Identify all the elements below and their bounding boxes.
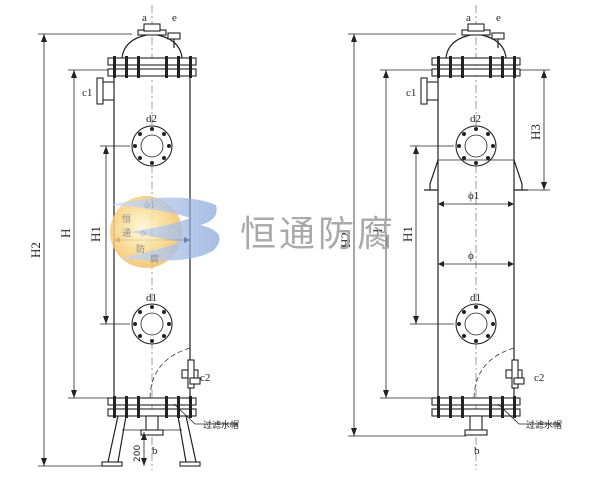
- right-label-d2: d2: [470, 113, 481, 125]
- right-bottom-bolts: [437, 396, 516, 418]
- left-label-H1: H1: [88, 226, 103, 242]
- watermark-company-name: 恒通防腐: [240, 214, 396, 255]
- left-label-c1: c1: [82, 87, 92, 99]
- watermark-badge-char-3: 防: [136, 243, 145, 255]
- left-dim-H: [68, 69, 108, 399]
- left-label-d1: d1: [146, 292, 157, 304]
- left-nozzle-c2: [181, 359, 201, 389]
- left-dim-H1: [100, 145, 130, 325]
- left-filter-cap-label: 过滤水帽: [203, 419, 239, 431]
- left-manhole-d1: [131, 303, 173, 345]
- watermark-badge-char-1: 恒: [122, 213, 131, 225]
- left-label-d2: d2: [146, 113, 157, 125]
- right-label-H2: H2: [338, 232, 353, 248]
- watermark-logo: 恒 通 防 腐: [110, 196, 220, 268]
- right-label-phi1: ϕ1: [468, 190, 479, 202]
- right-label-a: a: [466, 12, 471, 24]
- left-bottom-bolts: [113, 396, 192, 418]
- left-dim-H2: [38, 33, 132, 467]
- right-bottom-flange: [431, 397, 521, 406]
- left-label-a: a: [142, 12, 147, 24]
- right-label-d1: d1: [470, 292, 481, 304]
- right-label-e: e: [496, 12, 501, 24]
- left-support-legs: [101, 415, 201, 467]
- left-label-e: e: [172, 12, 177, 24]
- left-nozzle-e: [167, 32, 181, 40]
- watermark-badge-char-4: 腐: [150, 253, 159, 265]
- left-label-H2: H2: [28, 242, 43, 258]
- left-label-H: H: [58, 229, 73, 238]
- left-label-b: b: [152, 445, 158, 457]
- left-label-leg-height: 200: [133, 445, 143, 462]
- left-filter-cap-leader: [173, 403, 238, 425]
- left-bottom-flange: [107, 397, 197, 406]
- right-dim-H: [380, 69, 432, 399]
- right-nozzle-c1: [420, 77, 439, 105]
- watermark-swoosh-icon: [110, 197, 220, 261]
- right-unit: a e c1 d2 d1 c2 b ϕ1 ϕ 过滤水帽 H2 H H1 H3: [338, 5, 562, 470]
- right-dim-H1: [410, 145, 454, 325]
- right-label-c1: c1: [406, 87, 416, 99]
- right-filter-cap-label: 过滤水帽: [526, 419, 562, 431]
- right-label-H: H: [370, 229, 385, 238]
- left-internal-curve: [149, 347, 191, 401]
- right-label-H3: H3: [528, 124, 543, 140]
- right-nozzle-c2: [505, 359, 525, 389]
- left-nozzle-c1: [96, 77, 115, 105]
- right-internal-curve: [473, 347, 515, 401]
- right-top-bolts: [437, 56, 516, 78]
- right-label-phi: ϕ: [468, 250, 474, 262]
- right-dim-H2: [348, 33, 466, 437]
- right-label-c2: c2: [534, 372, 544, 384]
- right-manhole-d2: [455, 125, 497, 167]
- right-filter-cap-leader: [497, 403, 560, 425]
- right-top-nozzle-a: [467, 23, 485, 32]
- left-dim-leg: [141, 432, 147, 466]
- right-support-lugs: [424, 159, 528, 191]
- left-label-c2: c2: [200, 372, 210, 384]
- right-top-flange: [431, 57, 521, 66]
- left-top-nozzle-a: [143, 23, 161, 32]
- left-top-flange: [107, 57, 197, 66]
- left-manhole-d2: [131, 125, 173, 167]
- right-manhole-d1: [455, 303, 497, 345]
- right-dim-H3: [520, 69, 550, 191]
- left-top-bolts: [113, 56, 192, 78]
- right-nozzle-e: [491, 32, 505, 40]
- right-label-H1: H1: [400, 226, 415, 242]
- watermark-badge-char-2: 通: [122, 228, 131, 239]
- right-label-b: b: [474, 445, 480, 457]
